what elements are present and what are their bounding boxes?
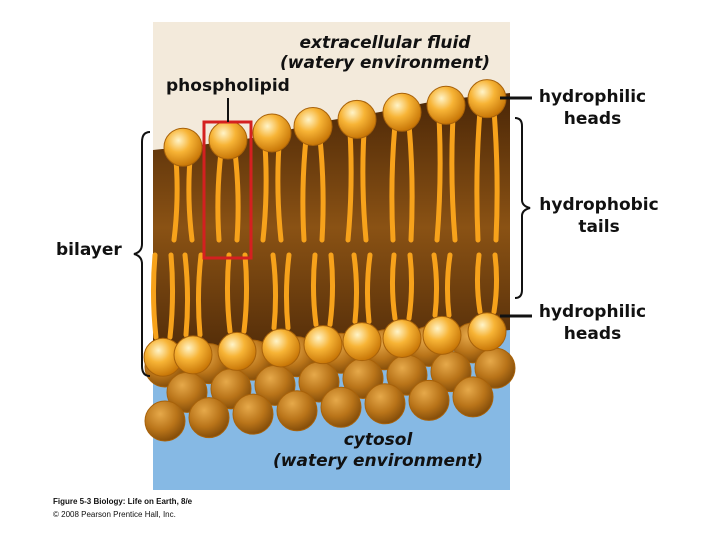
- cytosol-line1: cytosol: [343, 430, 413, 450]
- lipid-tail: [406, 252, 414, 321]
- cytosol-label: cytosol (watery environment): [268, 430, 488, 472]
- lipid-head-back: [232, 393, 274, 435]
- lipid-tail: [389, 121, 398, 243]
- lipid-tail: [351, 252, 360, 325]
- lipid-tail: [345, 128, 354, 243]
- lipid-head-top: [382, 92, 422, 132]
- lipid-head-top: [252, 113, 292, 153]
- lipid-head-top: [163, 127, 203, 167]
- lipid-tail: [171, 156, 180, 243]
- lipid-tail: [275, 142, 284, 243]
- lipid-head-bottom: [467, 312, 507, 352]
- lipid-tail: [260, 142, 269, 243]
- lipid-tail: [182, 252, 191, 338]
- lipid-tail: [215, 149, 224, 243]
- lipid-tail: [224, 252, 233, 334]
- hydrophilic-heads-bottom-label: hydrophilic heads: [538, 302, 647, 344]
- lipid-head-bottom: [217, 331, 257, 371]
- lipid-head-back: [452, 376, 494, 418]
- lipid-head-top: [208, 120, 248, 160]
- lipid-tail: [283, 252, 292, 331]
- lipid-tail: [449, 114, 458, 243]
- lipid-tail: [475, 252, 483, 315]
- lipid-tail: [474, 108, 483, 243]
- lipid-head-top: [293, 106, 333, 146]
- lipid-tail: [327, 252, 336, 328]
- lipid-tail: [300, 135, 309, 243]
- extracellular-fluid-label: extracellular fluid (watery environment): [275, 33, 495, 73]
- hydrophobic-tails-brace: [514, 117, 531, 299]
- lipid-head-bottom: [342, 322, 382, 362]
- lipid-head-top: [426, 85, 466, 125]
- hydrophilic-heads-top-label: hydrophilic heads: [538, 87, 647, 129]
- extracellular-fluid-line2: (watery environment): [280, 53, 490, 73]
- lipid-tail: [270, 252, 279, 331]
- phospholipid-label: phospholipid: [166, 76, 290, 96]
- lipid-tail: [241, 252, 250, 334]
- lipid-tail: [317, 135, 326, 243]
- lipid-tail: [310, 252, 319, 328]
- lipid-tail: [232, 149, 241, 243]
- lipid-head-back: [408, 379, 450, 421]
- cytosol-line2: (watery environment): [273, 451, 483, 471]
- lipid-head-top: [337, 99, 377, 139]
- lipid-tail: [491, 108, 500, 243]
- lipid-head-bottom: [382, 318, 422, 358]
- lipid-tail: [364, 252, 373, 325]
- lipid-tail: [431, 252, 439, 318]
- lower-leaflet-heads: [143, 312, 507, 377]
- lipid-head-back: [276, 390, 318, 432]
- lipid-head-back: [144, 400, 186, 442]
- lipid-head-back: [188, 397, 230, 439]
- hydrophobic-tails-label: hydrophobic tails: [539, 195, 659, 237]
- membrane-core: [153, 93, 510, 362]
- lipid-tail: [150, 252, 159, 340]
- lipid-tail: [445, 252, 453, 318]
- bilayer-brace: [133, 131, 151, 377]
- bilayer-label: bilayer: [56, 240, 122, 260]
- lipid-tail: [491, 252, 499, 315]
- extracellular-fluid-line1: extracellular fluid: [299, 33, 471, 53]
- lipid-tail: [390, 252, 398, 321]
- lipid-tail: [360, 128, 369, 243]
- lipid-head-back: [364, 383, 406, 425]
- lipid-head-bottom: [422, 315, 462, 355]
- lipid-tail: [434, 114, 443, 243]
- lipid-head-back: [320, 386, 362, 428]
- hydrophobic-tails: [150, 108, 500, 340]
- lipid-head-bottom: [303, 325, 343, 365]
- lipid-head-bottom: [261, 328, 301, 368]
- lipid-tail: [406, 121, 415, 243]
- figure-credit: Figure 5-3 Biology: Life on Earth, 8/e: [53, 497, 193, 506]
- lipid-head-bottom: [173, 335, 213, 375]
- lipid-tail: [195, 252, 204, 338]
- lipid-tail: [167, 252, 176, 340]
- lipid-tail: [186, 156, 195, 243]
- copyright-credit: © 2008 Pearson Prentice Hall, Inc.: [53, 510, 176, 519]
